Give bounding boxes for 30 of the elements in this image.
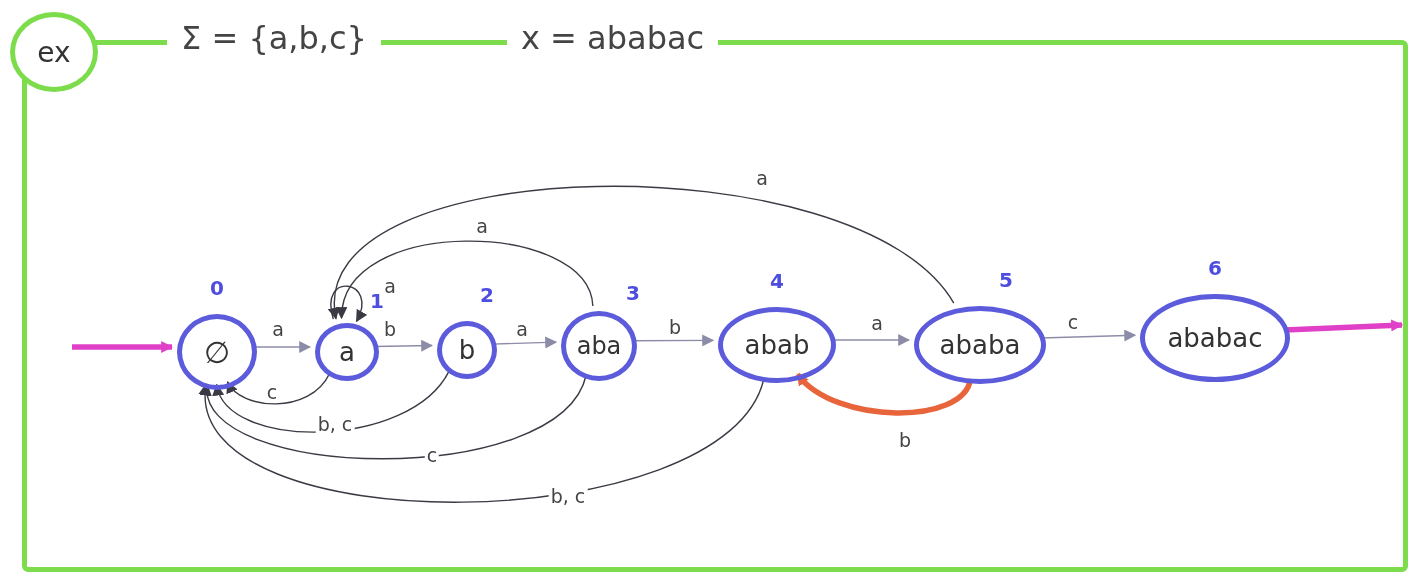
state-ellipse [177, 314, 257, 390]
state-label: abab [744, 330, 810, 360]
state-number: 3 [626, 281, 640, 305]
state-number: 1 [370, 289, 384, 313]
transition-arrow [337, 240, 594, 320]
state-label: ∅ [203, 334, 231, 370]
state-label: ababac [1167, 323, 1263, 353]
state-ellipse [1140, 294, 1290, 382]
state-ellipse [561, 311, 637, 381]
state-ellipse [437, 321, 497, 379]
state-number: 4 [770, 269, 784, 293]
state-label: aba [576, 332, 622, 360]
transition-arrow [330, 285, 367, 323]
transition-arrow [226, 373, 331, 405]
state-label: ababa [939, 330, 1021, 360]
state-ellipse [315, 323, 379, 381]
state-label: a [339, 337, 355, 367]
state-ellipse [718, 307, 836, 383]
edge-label: b, c [548, 486, 588, 506]
state-label: b [458, 335, 476, 365]
transition-arrow [330, 185, 955, 320]
edge-label: b, c [315, 414, 355, 434]
entry-arrow [72, 341, 174, 353]
state-number: 0 [210, 276, 224, 300]
example-label: ex [37, 35, 71, 69]
state-ellipse [914, 306, 1046, 384]
state-number: 5 [999, 268, 1013, 292]
transition-arrow [795, 372, 973, 416]
state-number: 2 [480, 283, 494, 307]
state-number: 6 [1208, 256, 1222, 280]
